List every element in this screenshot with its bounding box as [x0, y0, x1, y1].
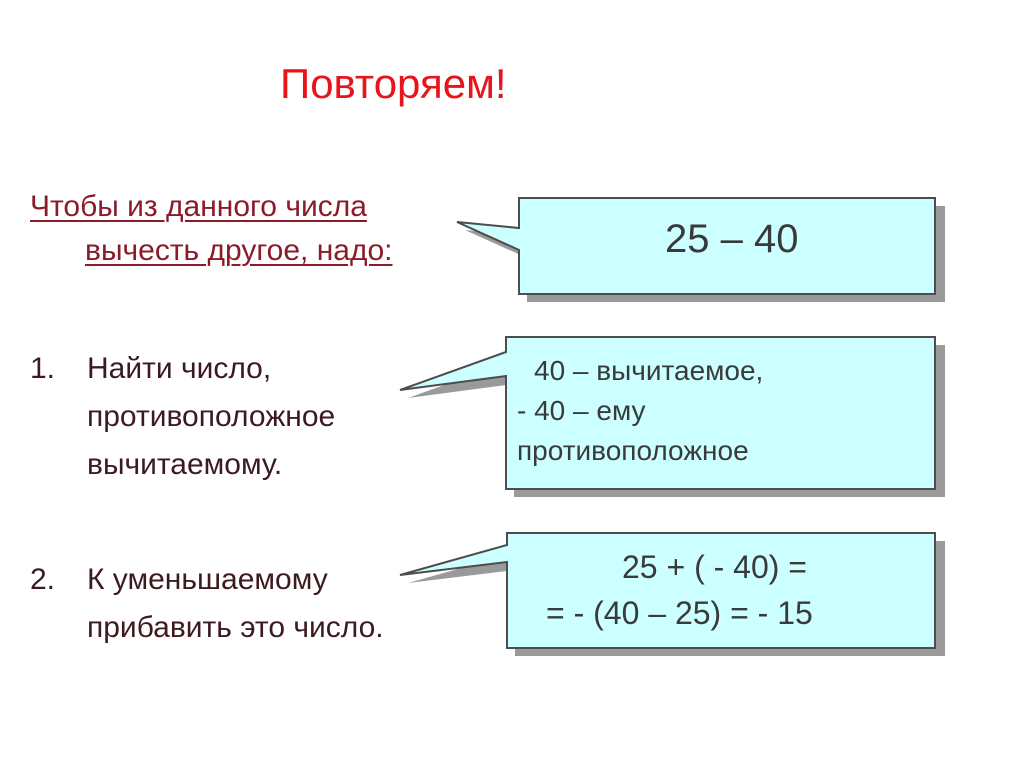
- slide-title: Повторяем!: [280, 60, 507, 107]
- intro-line-1: Чтобы из данного числа: [30, 190, 367, 223]
- explanation-line-3: противоположное: [517, 435, 749, 466]
- step-1-number: 1.: [30, 352, 56, 385]
- callout-explanation-text: 40 – вычитаемое, - 40 – ему противополож…: [517, 351, 763, 471]
- step-2-number: 2.: [30, 563, 56, 596]
- callout-solution-text: 25 + ( - 40) = = - (40 – 25) = - 15: [546, 544, 813, 636]
- step-1: 1. Найти число, противоположное вычитаем…: [30, 345, 335, 489]
- callout-expression-shape: [456, 197, 945, 302]
- intro-text: Чтобы из данного числа вычесть другое, н…: [30, 185, 392, 273]
- step-2-text: К уменьшаемому прибавить это число.: [87, 563, 384, 644]
- callout-explanation-shape: [399, 336, 945, 497]
- callout-expression-text: 25 – 40: [665, 217, 799, 261]
- solution-line-1: 25 + ( - 40) =: [622, 549, 807, 585]
- explanation-line-2: - 40 – ему: [517, 395, 646, 426]
- solution-line-2: = - (40 – 25) = - 15: [546, 595, 813, 631]
- callout-solution-shape: [399, 532, 945, 656]
- intro-line-2: вычесть другое, надо:: [85, 234, 393, 267]
- explanation-line-1: 40 – вычитаемое,: [534, 355, 764, 386]
- step-1-text: Найти число, противоположное вычитаемому…: [87, 352, 336, 481]
- step-2: 2. К уменьшаемому прибавить это число.: [30, 556, 384, 652]
